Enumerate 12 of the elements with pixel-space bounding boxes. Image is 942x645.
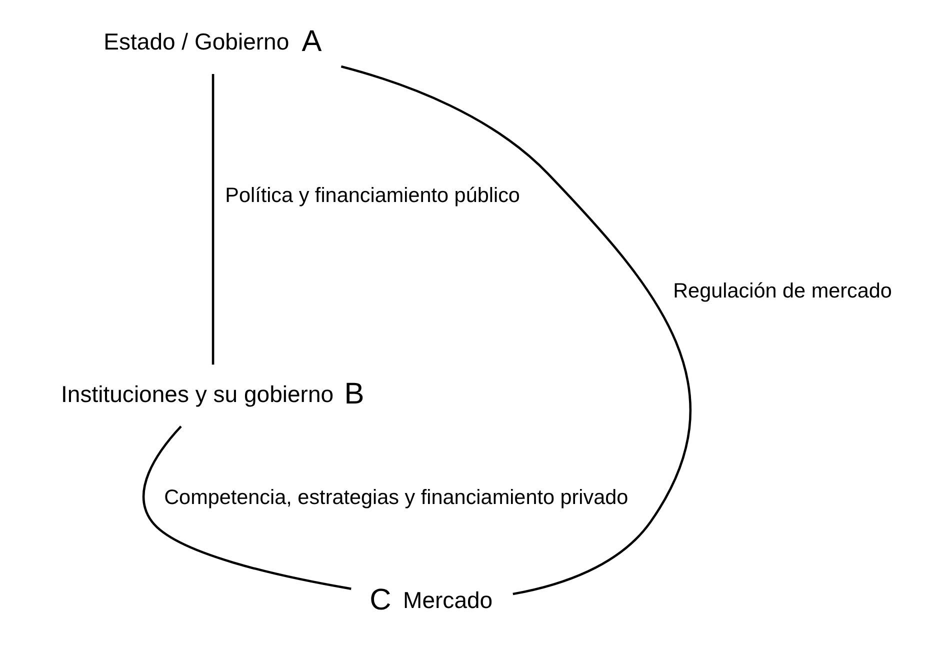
node-label: Mercado (403, 587, 493, 614)
edge-label: Política y financiamiento público (225, 184, 520, 208)
node-label: Instituciones y su gobierno (61, 380, 334, 407)
node-label: Estado / Gobierno (104, 28, 290, 55)
connector (142, 426, 352, 590)
node-text: A (302, 25, 322, 58)
edge-label: Regulación de mercado (673, 280, 892, 303)
connector (212, 74, 214, 365)
edge-label: Competencia, estrategias y financiamiento privado (164, 486, 628, 509)
connector (340, 65, 692, 596)
node-text: C (370, 584, 392, 617)
node-text: B (344, 377, 364, 410)
